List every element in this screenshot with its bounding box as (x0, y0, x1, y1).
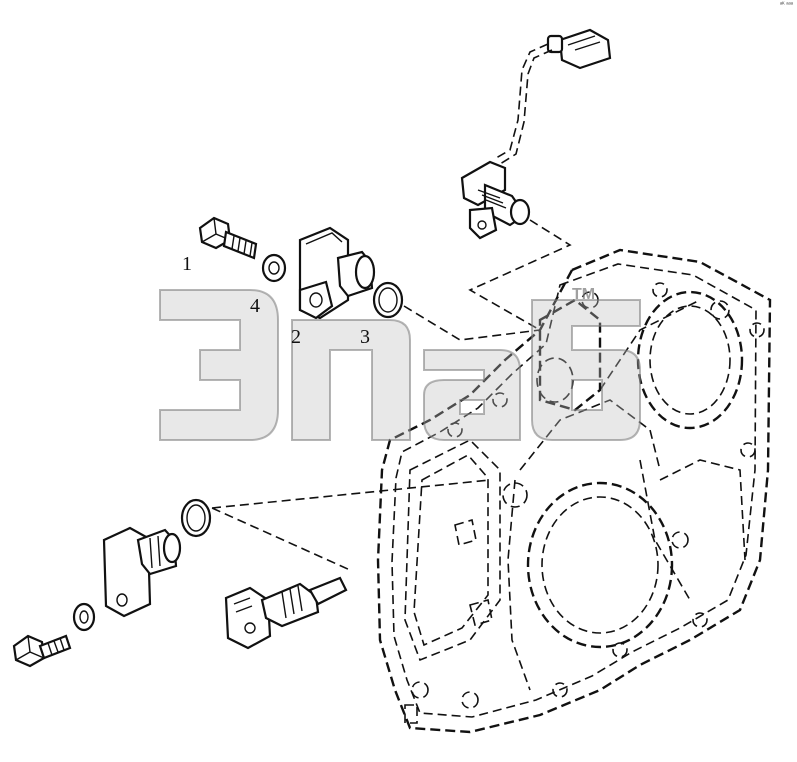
assembly-line-lower (211, 479, 491, 571)
part-4-washer (261, 253, 287, 283)
watermark-trademark: TM (572, 286, 596, 303)
callout-4: 4 (250, 295, 260, 317)
part-1-bolt (198, 216, 258, 260)
callout-2: 2 (291, 326, 301, 348)
callout-1: 1 (182, 253, 192, 275)
lower-washer (72, 602, 96, 632)
cam-position-sensor-with-harness (460, 28, 612, 240)
assembly-line-upper (468, 219, 572, 331)
part-3-o-ring (372, 281, 404, 319)
lower-o-ring (180, 498, 212, 538)
part-2-bracket (298, 226, 376, 320)
assembly-line-middle (403, 305, 541, 341)
corner-code: ᵃᴷ ᵃᵃᵃ (779, 2, 793, 8)
lower-bracket (102, 526, 182, 618)
watermark-logo (159, 289, 641, 441)
crank-position-sensor (224, 576, 348, 650)
lower-bolt (12, 634, 72, 668)
callout-3: 3 (360, 326, 370, 348)
